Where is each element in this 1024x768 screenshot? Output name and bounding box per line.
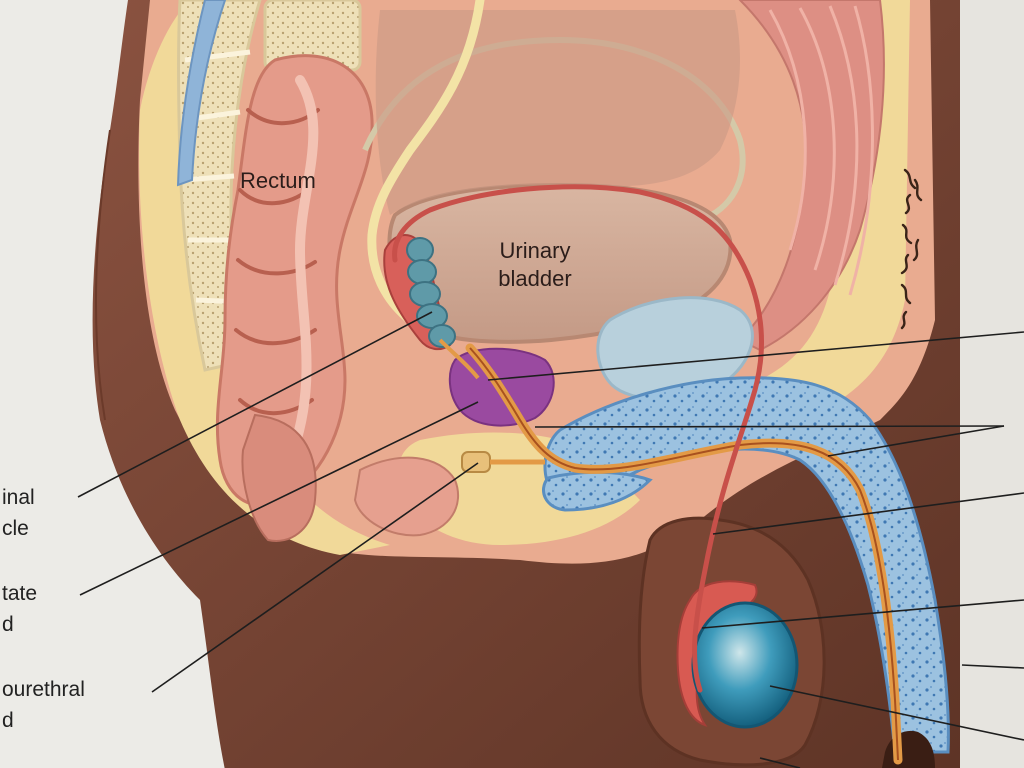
label-prostate-line1: tate: [2, 582, 38, 605]
sacral-segments: [182, 49, 251, 305]
leader-testis: [769, 685, 1024, 741]
rectum-folds: [234, 108, 320, 473]
leader-scrotum: [759, 757, 801, 768]
ureter: [367, 0, 485, 325]
leader-urethra-a: [534, 425, 1005, 428]
perineal-muscle: [353, 456, 460, 537]
spinal-canal: [176, 0, 227, 187]
leader-ductus-deferens: [712, 492, 1024, 535]
label-bulbourethral-line1: ourethral: [2, 678, 85, 701]
urethra-core: [469, 347, 899, 761]
label-prostate-line2: d: [2, 613, 14, 636]
abdominal-wall-stripes: [768, 5, 874, 296]
anal-sphincter: [241, 413, 317, 542]
buttock-contour: [94, 129, 111, 421]
leader-ejaculatory-duct: [487, 331, 1024, 381]
leader-seminal-vesicle: [77, 311, 433, 498]
leader-penis: [961, 664, 1024, 669]
ductus-deferens: [392, 184, 764, 693]
label-rectum: Rectum: [240, 168, 316, 193]
leader-urethra-b: [827, 425, 1005, 457]
rectum-lumen: [285, 75, 319, 465]
leader-epididymis: [701, 599, 1024, 629]
label-urinary-bladder-line2: bladder: [498, 266, 572, 291]
leader-bulbourethral: [151, 462, 479, 693]
label-bulbourethral-line2: d: [2, 709, 14, 732]
leader-lines: [77, 311, 1024, 768]
ejaculatory-duct: [438, 338, 480, 380]
seminal-vesicle: [406, 237, 456, 348]
label-urinary-bladder-line1: Urinary: [499, 238, 571, 263]
label-seminal-vesicle-line1: inal: [2, 486, 35, 509]
pubic-hair: [900, 168, 923, 330]
label-urinary-bladder: Urinary bladder: [480, 240, 590, 290]
label-seminal-vesicle-line2: cle: [2, 517, 29, 540]
bulbourethral-gland: [461, 451, 491, 473]
leader-prostate: [79, 401, 479, 596]
